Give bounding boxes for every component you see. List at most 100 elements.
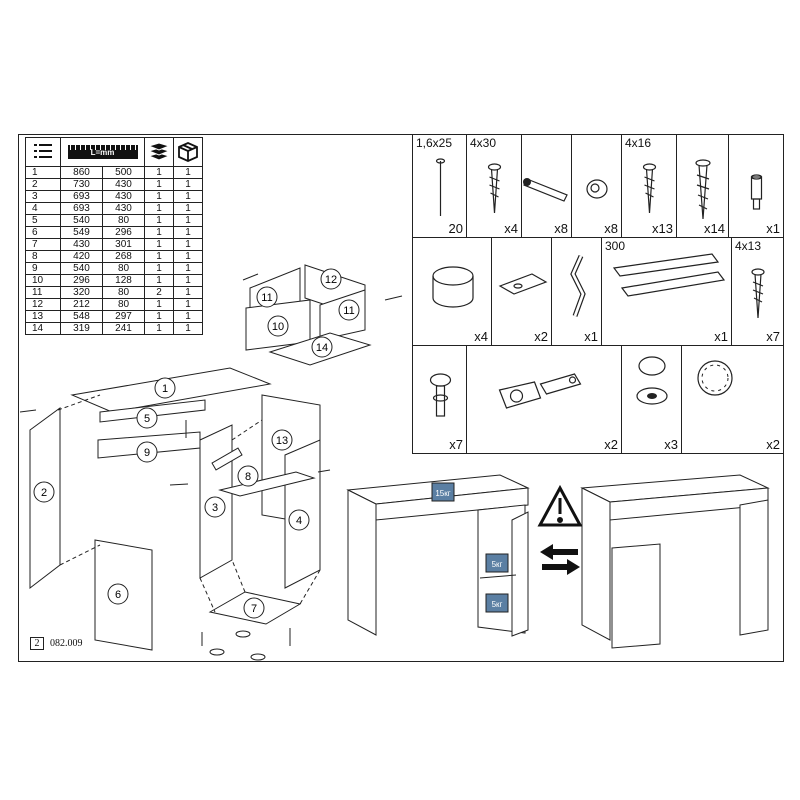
cell-qty: 2: [144, 286, 174, 299]
cell-qty: 1: [144, 310, 174, 323]
cell-len: 549: [60, 226, 103, 239]
cell-pk: 1: [173, 310, 203, 323]
cam-bolt-icon: [523, 178, 568, 202]
ruler-icon: L=mm: [60, 137, 145, 167]
cell-pk: 1: [173, 250, 203, 263]
cell-num: 10: [25, 274, 61, 287]
hardware-count: x2: [534, 329, 548, 344]
cell-num: 12: [25, 298, 61, 311]
cell-wid: 500: [102, 166, 145, 179]
cell-pk: 1: [173, 190, 203, 203]
cell-len: 730: [60, 178, 103, 191]
hardware-count: x14: [704, 221, 725, 236]
hardware-item: x4: [412, 238, 492, 346]
catalog-code: 082.009: [50, 638, 83, 649]
cell-num: 3: [25, 190, 61, 203]
hardware-item: x1: [552, 238, 602, 346]
cell-len: 420: [60, 250, 103, 263]
cell-len: 540: [60, 262, 103, 275]
cell-qty: 1: [144, 202, 174, 215]
cell-len: 693: [60, 190, 103, 203]
cell-pk: 1: [173, 322, 203, 335]
hardware-item: x8: [522, 134, 572, 238]
cell-wid: 80: [102, 214, 145, 227]
cell-wid: 241: [102, 322, 145, 335]
cell-len: 548: [60, 310, 103, 323]
cell-qty: 1: [144, 322, 174, 335]
cell-qty: 1: [144, 166, 174, 179]
list-icon: [25, 137, 61, 167]
hardware-size-label: 4x13: [735, 239, 762, 253]
cell-num: 9: [25, 262, 61, 275]
shelf-support-icon: [429, 373, 452, 417]
hardware-item: 1,6x25 20: [412, 134, 467, 238]
cell-pk: 1: [173, 274, 203, 287]
hex-key-icon: [570, 254, 586, 317]
cell-wid: 430: [102, 202, 145, 215]
hardware-count: x3: [664, 437, 678, 452]
cell-num: 11: [25, 286, 61, 299]
hardware-size-label: 4x16: [625, 136, 652, 150]
hardware-count: x2: [766, 437, 780, 452]
cell-wid: 430: [102, 190, 145, 203]
hardware-size-label: 300: [605, 239, 626, 253]
cell-pk: 1: [173, 214, 203, 227]
hardware-item: x2: [467, 346, 622, 454]
hardware-count: x8: [604, 221, 618, 236]
cell-num: 14: [25, 322, 61, 335]
confirmat-screw-icon: [695, 159, 711, 220]
foot-glide-icon: [432, 266, 474, 308]
cell-wid: 128: [102, 274, 145, 287]
cell-wid: 268: [102, 250, 145, 263]
hardware-item: x1: [729, 134, 784, 238]
cell-qty: 1: [144, 298, 174, 311]
cap-sticker-icon: [697, 360, 733, 396]
hardware-count: 20: [448, 221, 463, 236]
cell-qty: 1: [144, 190, 174, 203]
cell-pk: 1: [173, 178, 203, 191]
cell-wid: 296: [102, 226, 145, 239]
cell-wid: 80: [102, 298, 145, 311]
hinge-icon: [498, 373, 582, 409]
hardware-item: x8: [572, 134, 622, 238]
cell-len: 296: [60, 274, 103, 287]
cell-pk: 1: [173, 286, 203, 299]
cell-len: 693: [60, 202, 103, 215]
cell-len: 319: [60, 322, 103, 335]
cell-wid: 80: [102, 262, 145, 275]
cell-wid: 430: [102, 178, 145, 191]
cell-num: 4: [25, 202, 61, 215]
hardware-item: x2: [492, 238, 552, 346]
cell-wid: 297: [102, 310, 145, 323]
cell-pk: 1: [173, 238, 203, 251]
cell-pk: 1: [173, 226, 203, 239]
cell-qty: 1: [144, 250, 174, 263]
cam-lock-icon: [586, 179, 608, 199]
hardware-size-label: 1,6x25: [416, 136, 453, 150]
hardware-count: x8: [554, 221, 568, 236]
cell-len: 540: [60, 214, 103, 227]
cell-pk: 1: [173, 166, 203, 179]
hardware-count: x4: [474, 329, 488, 344]
bracket-icon: [498, 273, 548, 295]
cell-wid: 80: [102, 286, 145, 299]
cell-pk: 1: [173, 298, 203, 311]
